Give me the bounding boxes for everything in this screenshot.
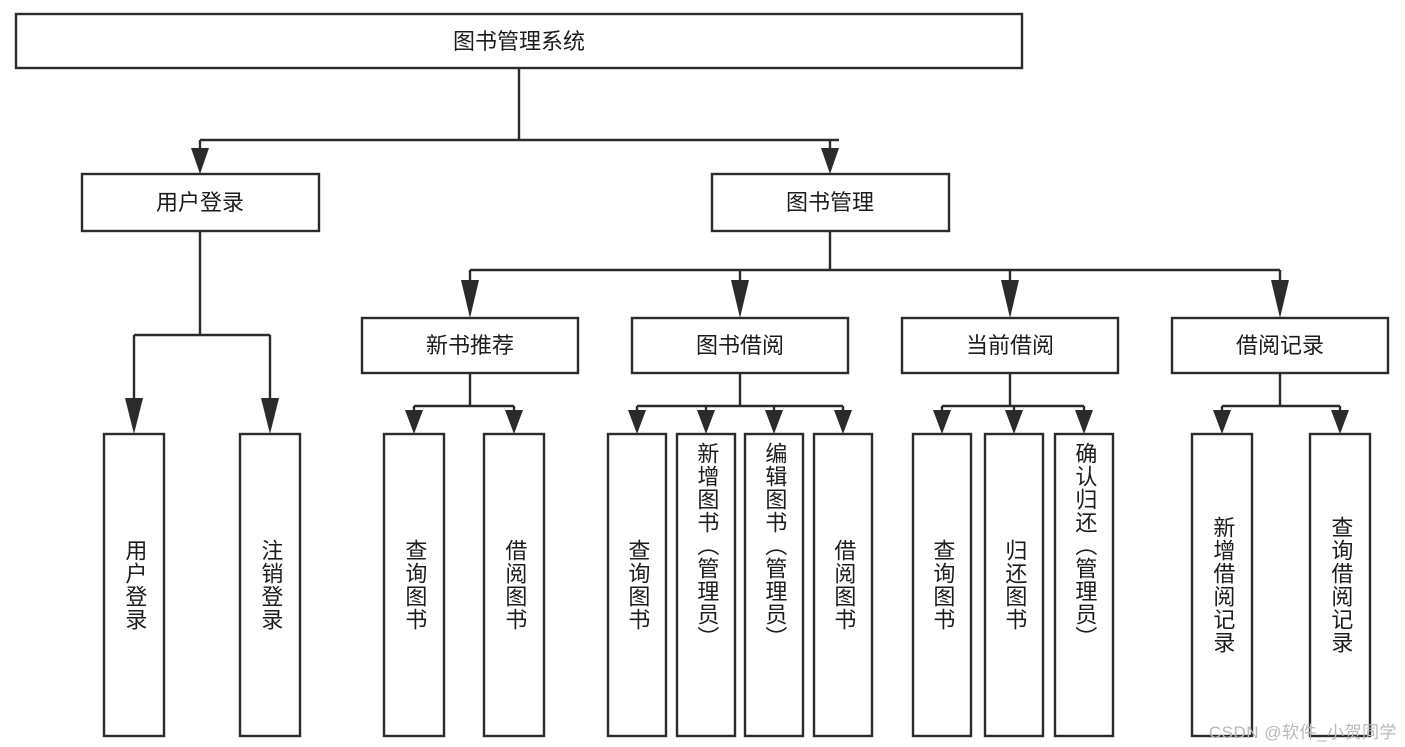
arrowhead-leaf-borrow-book-a <box>505 410 523 434</box>
arrowhead-book-mgmt <box>821 148 839 174</box>
leaf-box-query-book-c[interactable] <box>911 432 973 738</box>
node-box-root[interactable] <box>14 12 1024 70</box>
connector-group-root <box>191 68 839 174</box>
node-borrow-record[interactable]: 借阅记录 <box>1170 316 1390 375</box>
node-label-current-borrow: 当前借阅 <box>966 333 1054 358</box>
leaf-box-confirm-return[interactable] <box>1053 432 1115 738</box>
leaf-box-query-book-a[interactable] <box>382 432 446 738</box>
leaf-box-borrow-book-b[interactable] <box>812 432 874 738</box>
node-book-management[interactable]: 图书管理 <box>710 172 951 233</box>
leaf-box-borrow-book-a[interactable] <box>482 432 546 738</box>
arrowhead-leaf-borrow-book-b <box>834 410 852 434</box>
node-label-root: 图书管理系统 <box>453 29 585 54</box>
node-new-book-recommend[interactable]: 新书推荐 <box>360 316 580 375</box>
node-box-current-borrow[interactable] <box>900 316 1120 375</box>
node-current-borrow[interactable]: 当前借阅 <box>900 316 1120 375</box>
node-root[interactable]: 图书管理系统 <box>14 12 1024 70</box>
arrowhead-leaf-query-record <box>1331 410 1349 434</box>
connector-group-user-login <box>125 231 279 434</box>
arrowhead-leaf-add-book <box>697 410 715 434</box>
node-label-user-login: 用户登录 <box>156 190 244 215</box>
arrowhead-leaf-add-record <box>1213 410 1231 434</box>
arrowhead-leaf-user-login <box>125 398 143 434</box>
leaf-box-return-book[interactable] <box>983 432 1045 738</box>
node-box-book-management[interactable] <box>710 172 951 233</box>
arrowhead-leaf-edit-book <box>765 410 783 434</box>
node-box-book-borrow[interactable] <box>630 316 850 375</box>
arrowhead-book-borrow <box>731 280 749 318</box>
node-book-borrow[interactable]: 图书借阅 <box>630 316 850 375</box>
connector-group-new-book-rec <box>405 373 523 434</box>
node-user-login[interactable]: 用户登录 <box>80 172 321 233</box>
node-box-user-login[interactable] <box>80 172 321 233</box>
arrowhead-leaf-return-book <box>1005 410 1023 434</box>
arrowhead-leaf-logout <box>261 398 279 434</box>
arrowhead-leaf-query-book-c <box>933 410 951 434</box>
node-label-book-management: 图书管理 <box>786 190 874 215</box>
arrowhead-leaf-query-book-b <box>628 410 646 434</box>
leaf-box-add-borrow-record[interactable] <box>1190 432 1254 738</box>
leaf-box-query-borrow-record[interactable] <box>1308 432 1372 738</box>
connector-group-borrow-record <box>1213 373 1349 434</box>
arrowhead-borrow-record <box>1271 280 1289 318</box>
arrowhead-leaf-confirm-return <box>1075 410 1093 434</box>
arrowhead-new-book-rec <box>461 280 479 318</box>
arrowhead-leaf-query-book-a <box>405 410 423 434</box>
node-box-new-book-recommend[interactable] <box>360 316 580 375</box>
node-label-borrow-record: 借阅记录 <box>1236 333 1324 358</box>
leaf-box-query-book-b[interactable] <box>606 432 668 738</box>
arrowhead-current-borrow <box>1001 280 1019 318</box>
connector-group-book-mgmt <box>461 231 1289 318</box>
leaf-box-logout[interactable] <box>238 432 302 738</box>
connector-group-book-borrow <box>628 373 852 434</box>
node-label-book-borrow: 图书借阅 <box>696 333 784 358</box>
leaf-box-user-login[interactable] <box>102 432 166 738</box>
node-box-borrow-record[interactable] <box>1170 316 1390 375</box>
arrowhead-user-login <box>191 148 209 174</box>
node-label-new-book-recommend: 新书推荐 <box>426 333 514 358</box>
leaf-box-add-book[interactable] <box>675 432 737 738</box>
leaf-box-edit-book[interactable] <box>743 432 805 738</box>
connector-group-current-borrow <box>933 373 1093 434</box>
